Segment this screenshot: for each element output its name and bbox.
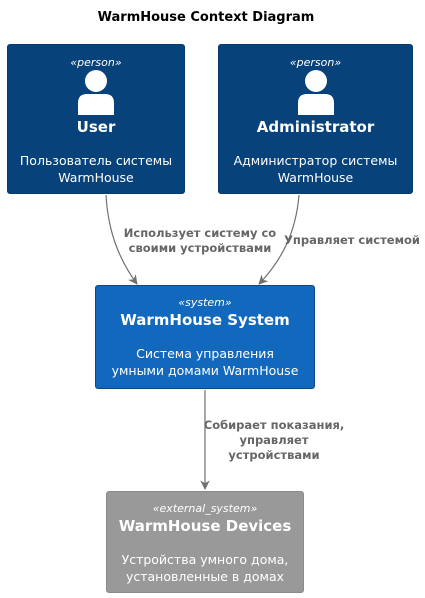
- warmhouse-system-node[interactable]: «system» WarmHouse System Система управл…: [95, 285, 315, 389]
- system-description-line-2: умными домами WarmHouse: [111, 363, 299, 378]
- warmhouse-devices-node[interactable]: «external_system» WarmHouse Devices Устр…: [106, 491, 304, 593]
- administrator-description-line-2: WarmHouse: [277, 170, 354, 185]
- edge-label-devices-line-3: устройствами: [228, 448, 320, 462]
- system-description-line-1: Система управления: [136, 346, 274, 361]
- administrator-stereotype: «person»: [289, 56, 342, 69]
- edge-label-devices-line-1: Собирает показания,: [203, 418, 345, 432]
- edge-user-to-system: [105, 194, 138, 285]
- person-icon: [78, 70, 114, 115]
- edge-label-user-line-2: своими устройствами: [128, 241, 272, 255]
- diagram-title: WarmHouse Context Diagram: [97, 10, 315, 25]
- administrator-name: Administrator: [256, 118, 375, 136]
- devices-stereotype: «external_system»: [152, 502, 258, 515]
- administrator-description: Администратор системы WarmHouse: [219, 152, 412, 186]
- edge-label-admin-line-1: Управляет системой: [284, 233, 420, 247]
- devices-description-line-2: установленные в домах: [125, 569, 285, 584]
- edge-label-system-to-devices: Собирает показания, управляет устройства…: [198, 418, 350, 463]
- user-description-line-1: Пользователь системы: [19, 153, 173, 168]
- devices-description: Устройства умного дома, установленные в …: [107, 551, 303, 585]
- edge-label-user-to-system: Использует систему со своими устройствам…: [120, 226, 280, 256]
- administrator-description-line-1: Администратор системы: [233, 153, 398, 168]
- user-node[interactable]: «person» User Пользователь системы WarmH…: [7, 44, 185, 194]
- system-name: WarmHouse System: [120, 311, 290, 329]
- devices-description-line-1: Устройства умного дома,: [121, 552, 289, 567]
- edge-label-user-line-1: Использует систему со: [123, 226, 277, 240]
- devices-name: WarmHouse Devices: [118, 517, 292, 535]
- system-stereotype: «system»: [178, 296, 232, 309]
- system-description: Система управления умными домами WarmHou…: [96, 345, 314, 379]
- user-description: Пользователь системы WarmHouse: [8, 152, 184, 186]
- user-description-line-2: WarmHouse: [58, 170, 134, 185]
- user-stereotype: «person»: [70, 56, 122, 69]
- edge-label-devices-line-2: управляет: [239, 433, 309, 447]
- administrator-node[interactable]: «person» Administrator Администратор сис…: [218, 44, 413, 194]
- user-name: User: [76, 118, 116, 136]
- person-icon: [297, 70, 334, 115]
- edge-label-admin-to-system: Управляет системой: [283, 233, 421, 248]
- edge-admin-to-system: [258, 194, 300, 285]
